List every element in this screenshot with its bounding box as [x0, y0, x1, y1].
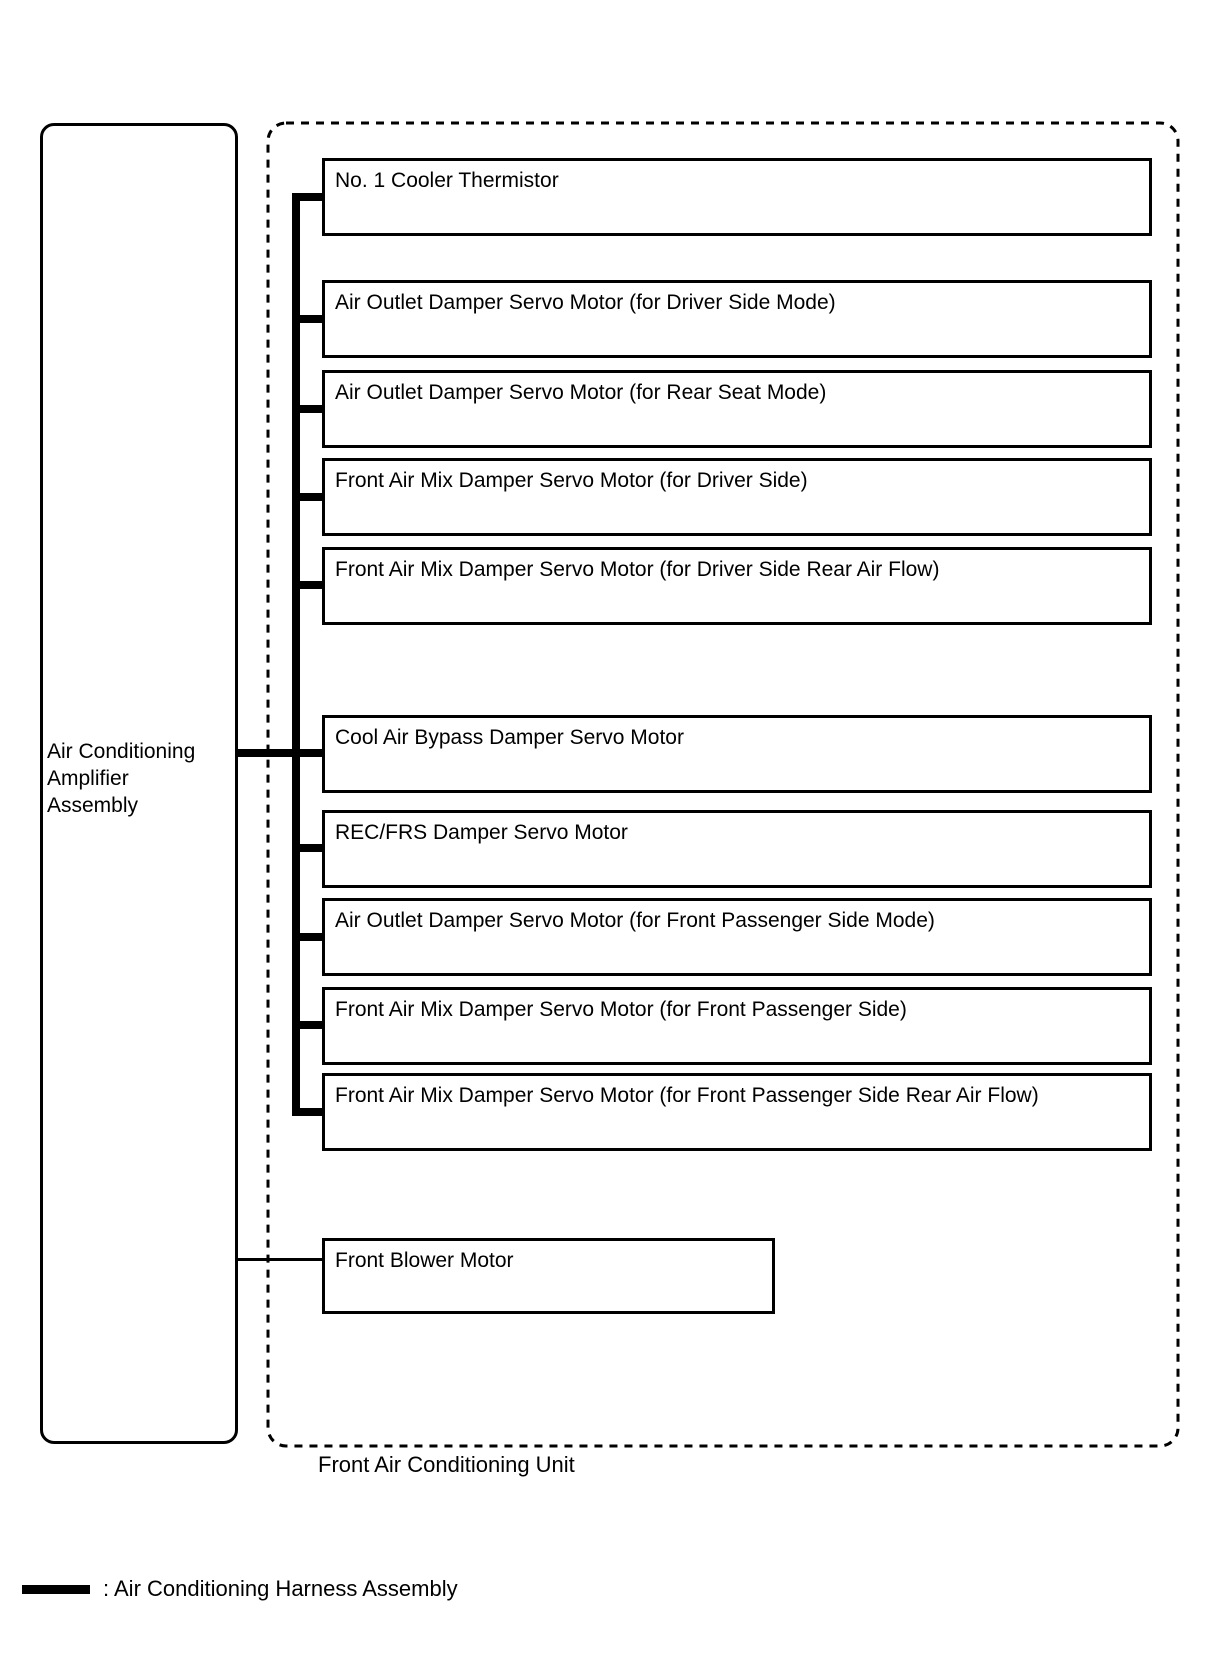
legend-label: : Air Conditioning Harness Assembly [103, 1576, 458, 1601]
component-box-air-mix-passenger: Front Air Mix Damper Servo Motor (for Fr… [322, 987, 1152, 1065]
blower-wire-line [237, 1258, 322, 1261]
harness-stub [292, 315, 325, 323]
component-box-rec-frs: REC/FRS Damper Servo Motor [322, 810, 1152, 888]
harness-trunk-line [292, 193, 300, 1116]
amplifier-label-line-3: Assembly [47, 794, 139, 817]
component-box-air-outlet-rear-seat: Air Outlet Damper Servo Motor (for Rear … [322, 370, 1152, 448]
harness-stub [292, 193, 325, 201]
component-box-air-mix-driver: Front Air Mix Damper Servo Motor (for Dr… [322, 458, 1152, 536]
harness-line-sample-icon [22, 1584, 90, 1594]
component-box-cool-air-bypass: Cool Air Bypass Damper Servo Motor [322, 715, 1152, 793]
harness-stub [292, 1021, 325, 1029]
component-box-air-outlet-passenger-mode: Air Outlet Damper Servo Motor (for Front… [322, 898, 1152, 976]
component-box-front-blower-motor: Front Blower Motor [322, 1238, 775, 1314]
harness-stub [292, 844, 325, 852]
harness-main-line [237, 749, 325, 757]
front-unit-label: Front Air Conditioning Unit [318, 1452, 575, 1477]
harness-stub [292, 581, 325, 589]
component-box-cooler-thermistor: No. 1 Cooler Thermistor [322, 158, 1152, 236]
legend: : Air Conditioning Harness Assembly [22, 1576, 458, 1602]
harness-stub [292, 933, 325, 941]
front-unit-dashed-border [266, 121, 1180, 1448]
amplifier-label-line-1: Air Conditioning [47, 740, 196, 763]
amplifier-assembly-box [40, 123, 238, 1444]
harness-stub [292, 405, 325, 413]
amplifier-assembly-label: Air Conditioning Amplifier Assembly [47, 738, 232, 819]
component-box-air-mix-passenger-rear: Front Air Mix Damper Servo Motor (for Fr… [322, 1073, 1152, 1151]
component-box-air-mix-driver-rear: Front Air Mix Damper Servo Motor (for Dr… [322, 547, 1152, 625]
harness-stub [292, 1108, 325, 1116]
component-box-air-outlet-driver-mode: Air Outlet Damper Servo Motor (for Drive… [322, 280, 1152, 358]
amplifier-label-line-2: Amplifier [47, 767, 129, 790]
harness-stub [292, 493, 325, 501]
